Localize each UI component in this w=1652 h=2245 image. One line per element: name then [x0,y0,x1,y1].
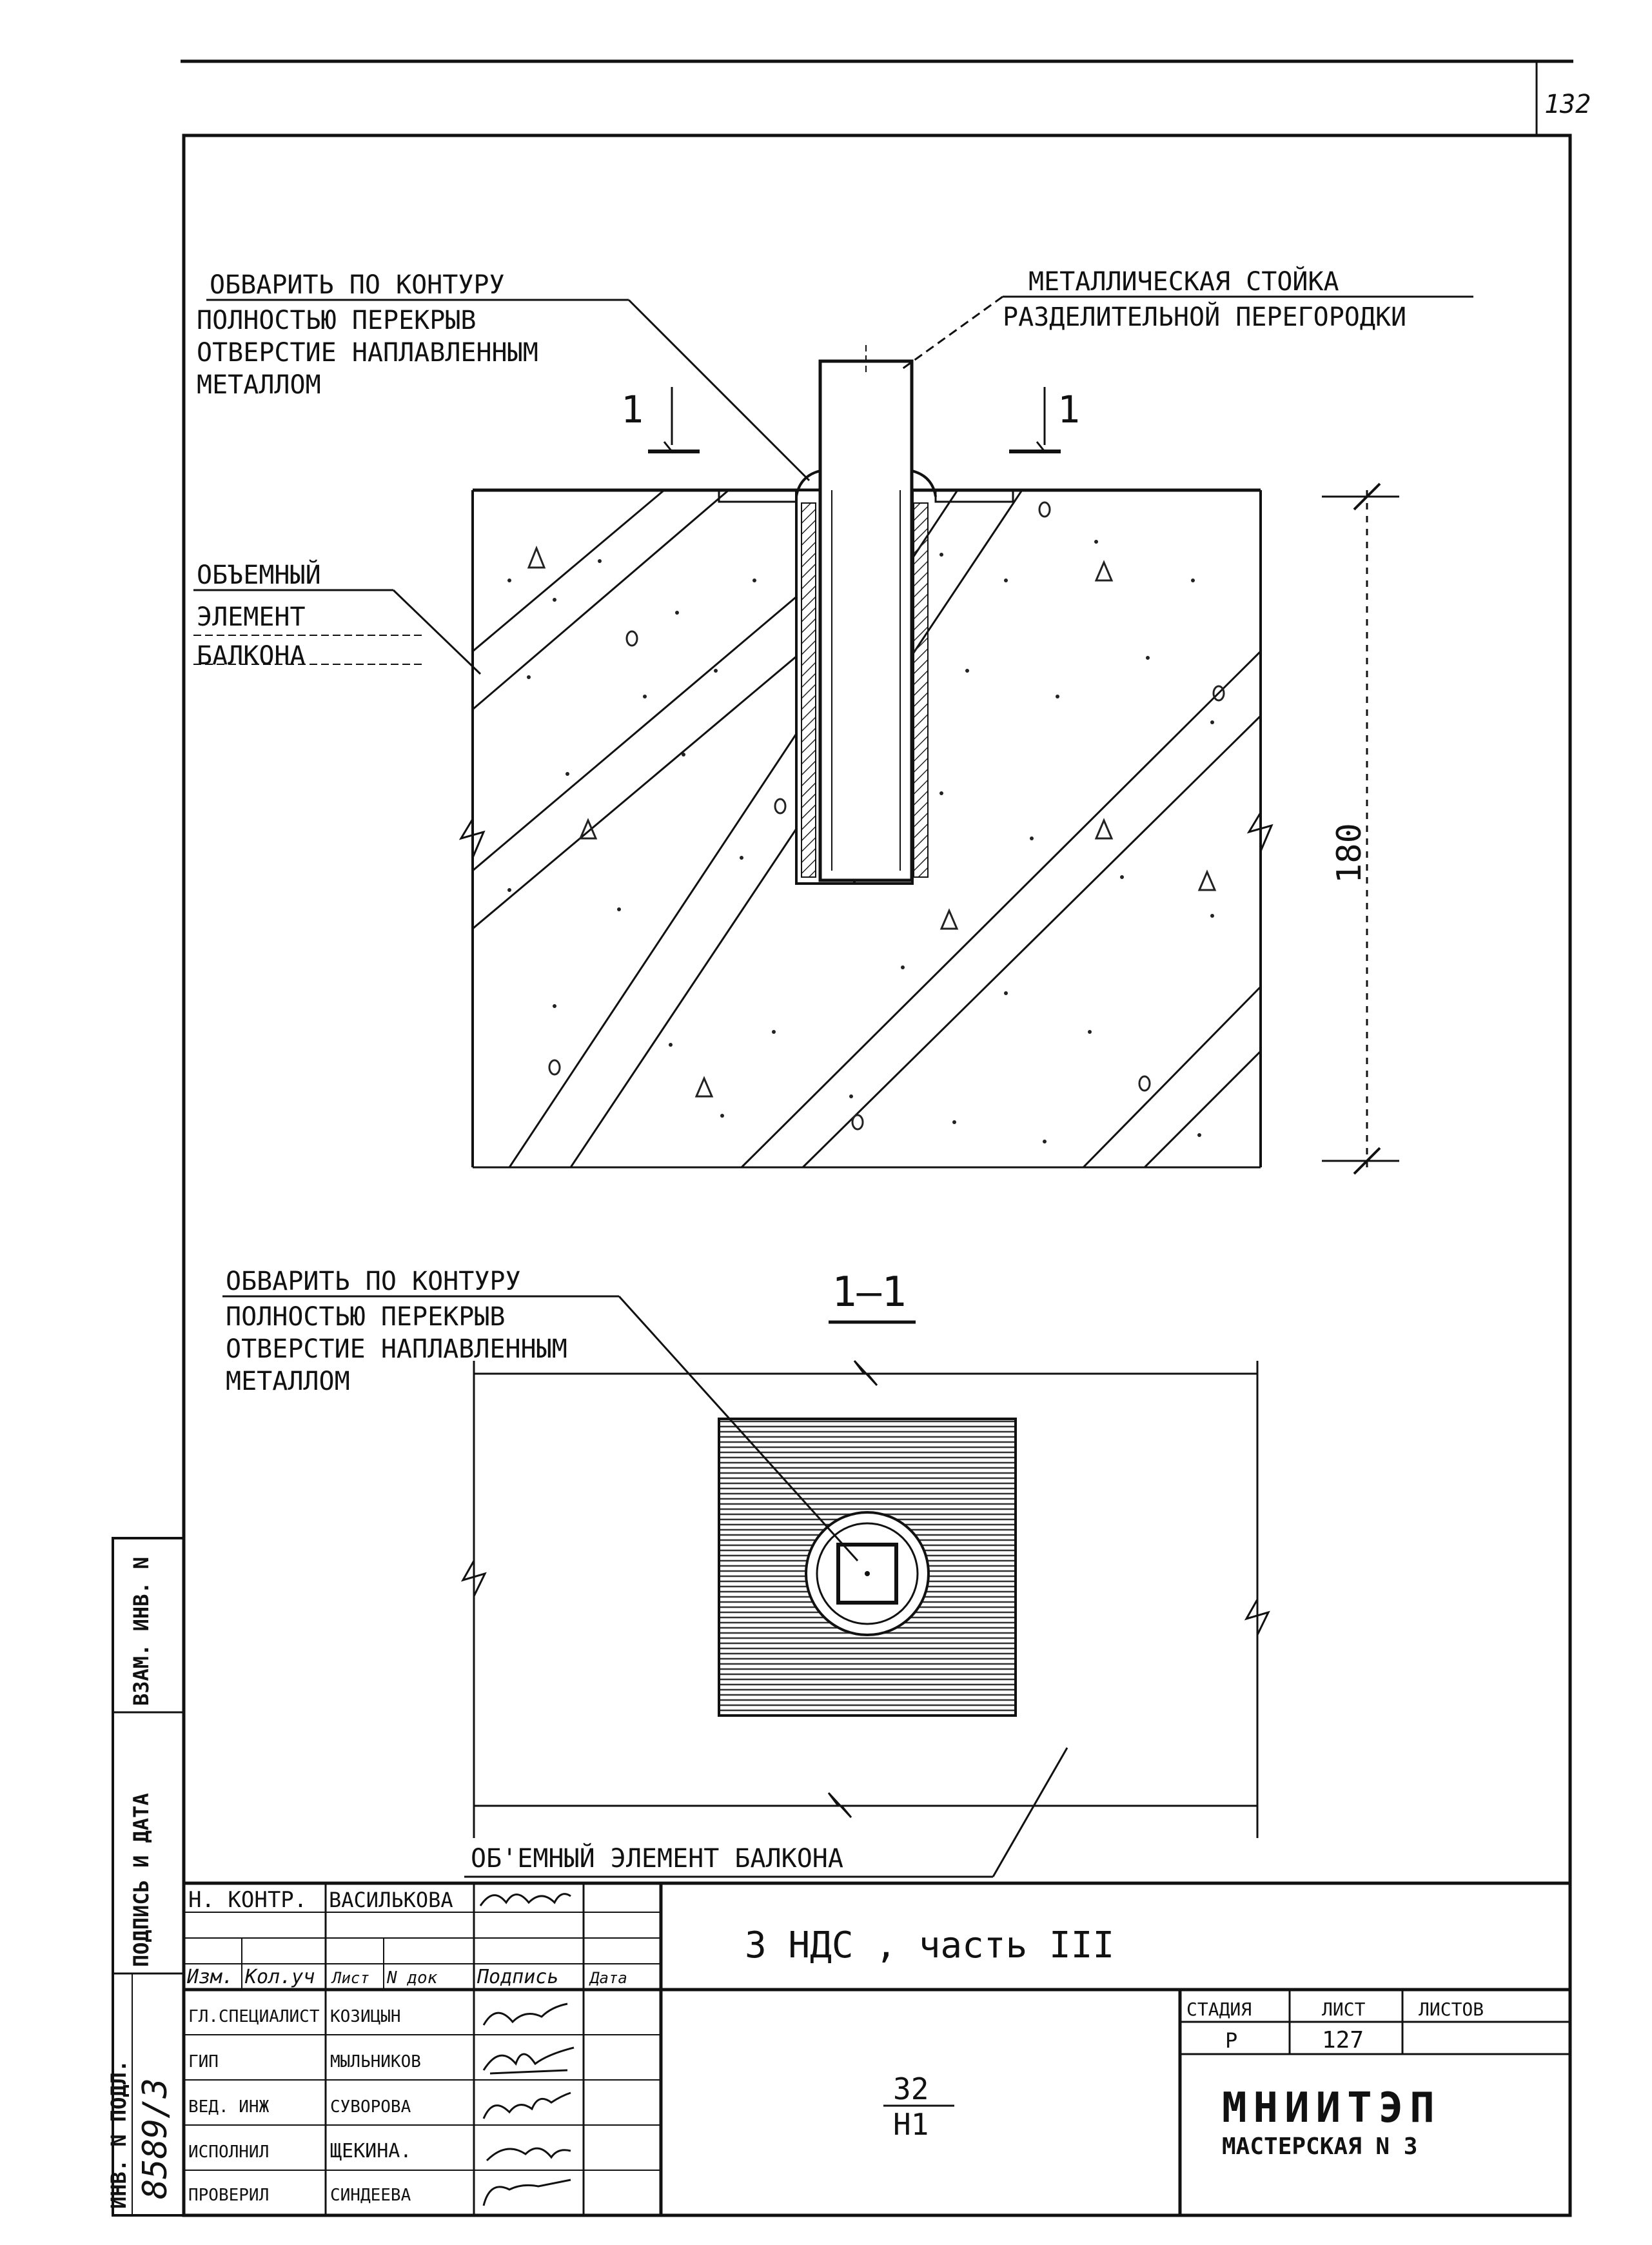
role-1: ГЛ.СПЕЦИАЛИСТ [188,2007,320,2026]
name-2: МЫЛЬНИКОВ [330,2052,421,2072]
org-sub: МАСТЕРСКАЯ N 3 [1222,2133,1417,2160]
n-kontr-label: Н. КОНТР. [188,1887,307,1913]
post-line-1: МЕТАЛЛИЧЕСКАЯ СТОЙКА [1028,266,1339,297]
n-kontr-signature [479,1893,571,1906]
name-3: СУВОРОВА [330,2097,411,2117]
doc-code-top: 32 [893,2072,929,2106]
signatures [482,2003,575,2206]
header-podpis: Подпись [477,1966,558,1988]
name-1: КОЗИЦЫН [330,2007,401,2026]
dimension-value: 180 [1330,823,1369,884]
callout-weld-top [206,299,811,482]
weld-section-line-3: ОТВЕРСТИЕ НАПЛАВЛЕННЫМ [226,1334,567,1364]
doc-code-bottom: Н1 [893,2107,929,2142]
callout-post [899,295,1473,372]
balcony-line-2: ЭЛЕМЕНТ [197,602,306,632]
role-3: ВЕД. ИНЖ [188,2097,270,2117]
header-izm: Изм. [186,1966,233,1988]
org-name: МНИИТЭП [1222,2084,1441,2132]
dimension-180 [1322,482,1399,1175]
role-4: ИСПОЛНИЛ [188,2142,269,2162]
header-data: Дата [589,1969,627,1987]
post-line-2: РАЗДЕЛИТЕЛЬНОЙ ПЕРЕГОРОДКИ [1003,301,1406,332]
stamp-inv-podl: ИНВ. N ПОДЛ. [106,2060,131,2209]
stage-label: СТАДИЯ [1186,1999,1252,2020]
n-kontr-name: ВАСИЛЬКОВА [329,1888,453,1912]
sheet-number: 132 [1544,90,1591,119]
section-title: 1—1 [832,1269,907,1316]
balcony-line-3: БАЛКОНА [197,641,306,671]
stamp-inv-value: 8589/3 [136,2078,175,2199]
sheet-frame [112,59,1573,2217]
stage-value: Р [1225,2028,1237,2053]
weld-top-line-1: ОБВАРИТЬ ПО КОНТУРУ [210,270,505,300]
sheet-value: 127 [1322,2027,1364,2053]
section-mark-left: 1 [621,388,644,431]
header-ndok: N док [386,1968,438,1988]
section-mark-right: 1 [1057,388,1080,431]
balcony-line-1: ОБЪЕМНЫЙ [197,559,321,590]
steel-post [718,345,1014,885]
weld-section-line-4: МЕТАЛЛОМ [226,1367,350,1396]
weld-top-line-3: ОТВЕРСТИЕ НАПЛАВЛЕННЫМ [197,338,538,368]
sheets-label: ЛИСТОВ [1419,1999,1484,2020]
stamp-inv-vzam: ВЗАМ. ИНВ. N [129,1557,153,1706]
header-kol: Кол.уч [244,1966,315,1988]
title-block-grid [184,1881,1570,2215]
weld-top-line-2: ПОЛНОСТЬЮ ПЕРЕКРЫВ [197,306,476,335]
callout-balcony-element [193,589,482,675]
role-5: ПРОВЕРИЛ [188,2186,269,2205]
stamp-sign-date: ПОДПИСЬ И ДАТА [129,1793,153,1967]
name-4: ЩЕКИНА. [330,2140,411,2162]
weld-section-line-1: ОБВАРИТЬ ПО КОНТУРУ [226,1267,521,1296]
callout-weld-section [222,1295,859,1562]
balcony-bottom-label: ОБ'ЕМНЫЙ ЭЛЕМЕНТ БАЛКОНА [471,1843,843,1874]
name-5: СИНДЕЕВА [330,2186,411,2205]
project-title: 3 НДС , часть III [745,1924,1114,1966]
header-list: Лист [331,1969,369,1987]
section-view [460,1360,1270,1838]
weld-top-line-4: МЕТАЛЛОМ [197,370,321,400]
weld-section-line-2: ПОЛНОСТЬЮ ПЕРЕКРЫВ [226,1302,505,1332]
section-cut-marks [648,387,1061,453]
callout-balcony-bottom [464,1747,1068,1878]
slab-plan [458,488,1273,1169]
sheet-label: ЛИСТ [1322,1999,1366,2020]
role-2: ГИП [188,2052,219,2072]
